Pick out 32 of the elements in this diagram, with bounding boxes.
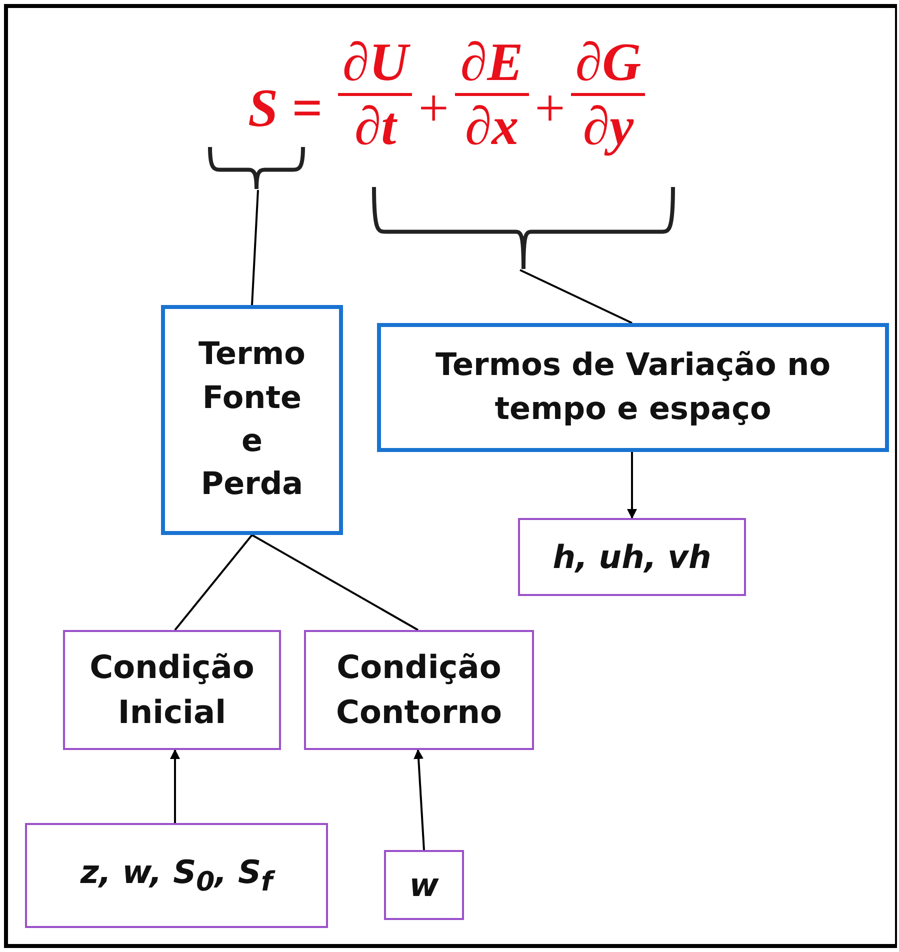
plus-sign: +	[534, 77, 566, 140]
arrow	[414, 749, 425, 850]
box-label: Condição Contorno	[334, 647, 504, 733]
connector-line	[520, 269, 632, 324]
condition-box	[304, 630, 534, 750]
condition-box	[63, 630, 281, 750]
arrow	[627, 452, 637, 519]
term-box	[161, 305, 343, 535]
box-label: w	[409, 864, 439, 906]
numerator: ∂G	[575, 34, 642, 91]
connector-line	[252, 534, 418, 631]
equation-term: S =	[248, 77, 322, 140]
numerator: ∂E	[460, 34, 524, 91]
denominator: ∂t	[354, 98, 396, 154]
box-label: h, uh, vh	[552, 536, 712, 578]
box-label: Termos de Variação no tempo e espaço	[434, 346, 832, 428]
connector-line	[174, 534, 253, 631]
curly-brace	[372, 185, 675, 270]
variable-box	[518, 518, 746, 596]
variable-box	[384, 850, 464, 920]
numerator: ∂U	[342, 34, 408, 91]
plus-sign: +	[418, 77, 449, 140]
denominator: ∂y	[582, 98, 634, 154]
connector-line	[251, 190, 259, 306]
curly-brace	[208, 145, 305, 190]
box-label: Termo Fonte e Perda	[198, 335, 306, 504]
variable-box	[25, 823, 328, 928]
box-label: Condição Inicial	[88, 647, 256, 733]
arrow	[170, 749, 180, 823]
term-box	[377, 323, 889, 452]
denominator: ∂x	[464, 98, 519, 154]
box-label: z, w, S$_{0}$, S$_{f}$	[80, 850, 273, 901]
